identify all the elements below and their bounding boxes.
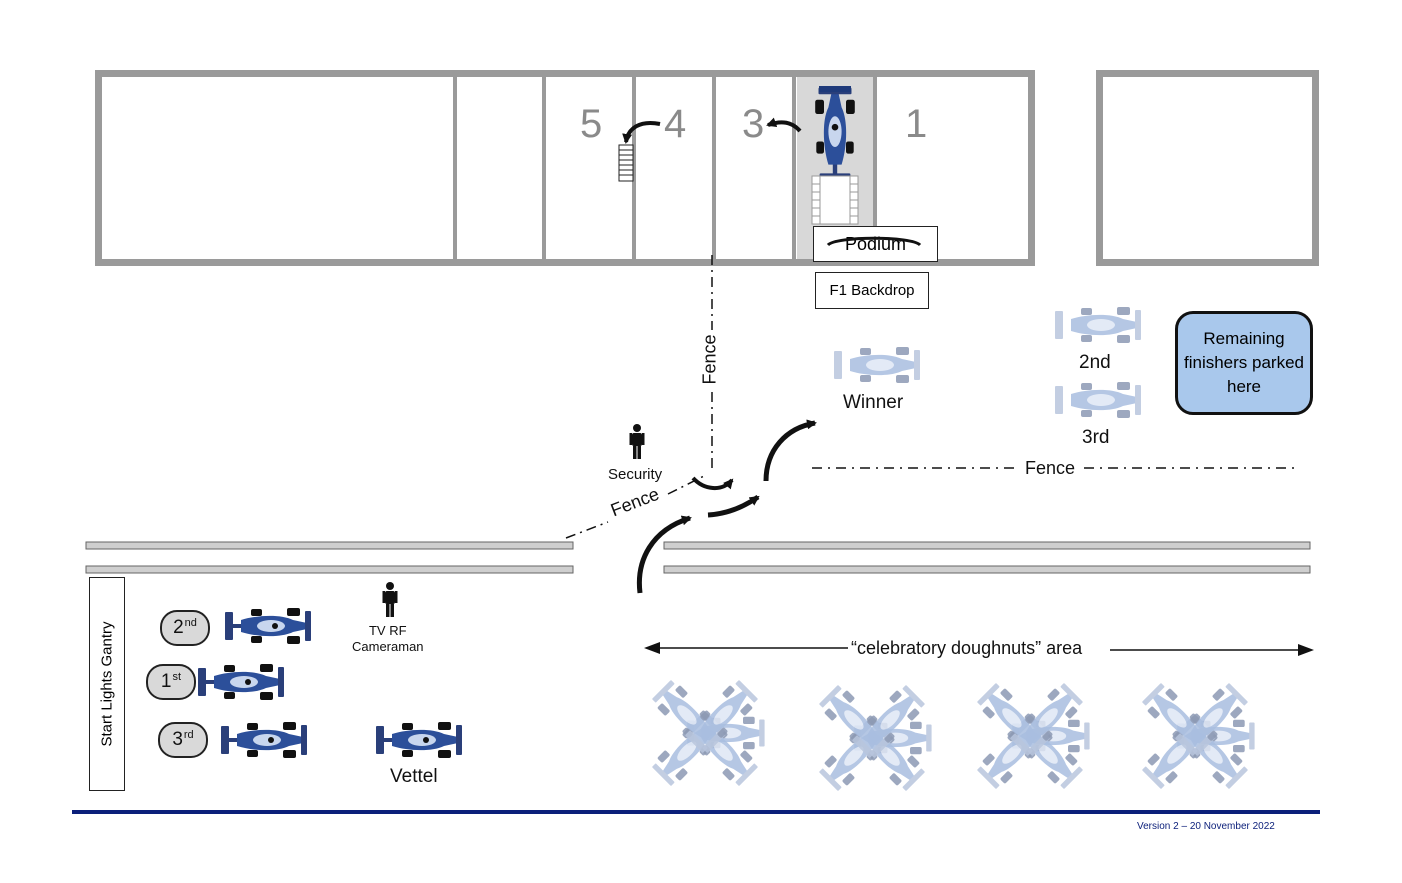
- podium-roof-icon: [826, 236, 922, 246]
- secondary-building: [1096, 70, 1319, 266]
- remaining-finishers-box: Remaining finishers parked here: [1175, 311, 1313, 415]
- car-icon: [834, 347, 920, 383]
- bay-number: 3: [742, 102, 765, 146]
- doughnut-cluster: [1139, 680, 1255, 792]
- fence-label-horizontal: Fence: [1025, 458, 1076, 478]
- fence-label-vertical: Fence: [699, 334, 720, 385]
- curved-arrow-icon: [622, 121, 661, 144]
- bay-divider: [542, 77, 546, 259]
- bay-number: 1: [905, 102, 928, 146]
- bay-number: 4: [664, 102, 687, 146]
- curved-arrow-icon: [707, 494, 760, 518]
- backdrop-box: F1 Backdrop: [815, 272, 929, 309]
- garage-building: [95, 70, 1035, 266]
- start-lights-gantry: Start Lights Gantry: [89, 577, 125, 791]
- staircase-icon: [618, 144, 634, 182]
- doughnut-cluster: [816, 682, 932, 794]
- car-icon: [225, 608, 311, 644]
- security-label: Security: [608, 466, 663, 483]
- curved-arrow-icon: [691, 476, 734, 490]
- car-icon: [221, 722, 307, 758]
- arrowhead-left-icon: [644, 642, 660, 654]
- curved-arrow-icon: [766, 117, 802, 133]
- backdrop-label: F1 Backdrop: [829, 282, 915, 299]
- bay-number: 5: [580, 102, 603, 146]
- fence-line-diagonal: [565, 521, 609, 539]
- bay-divider: [792, 77, 796, 259]
- third-place-label: 3rd: [1082, 427, 1110, 448]
- person-icon: [629, 424, 645, 459]
- version-label: Version 2 – 20 November 2022: [1137, 821, 1275, 832]
- doughnut-cluster: [974, 680, 1090, 792]
- car-icon: [198, 664, 284, 700]
- bay-divider: [873, 77, 877, 259]
- curved-arrow-icon: [636, 515, 692, 594]
- grid-position-number: 1: [160, 671, 172, 692]
- bay-divider: [712, 77, 716, 259]
- winner-label: Winner: [843, 392, 904, 413]
- bay-divider: [632, 77, 636, 259]
- grid-position-suffix: nd: [184, 617, 197, 629]
- pit-wall: [85, 541, 1311, 574]
- doughnut-cluster: [649, 677, 765, 789]
- cameraman-label: TV RF Cameraman: [352, 623, 424, 654]
- car-icon: [1055, 382, 1141, 418]
- vettel-label: Vettel: [390, 766, 438, 787]
- fence-line-diagonal: [667, 475, 705, 495]
- grid-position-suffix: rd: [183, 729, 194, 741]
- second-place-label: 2nd: [1079, 352, 1111, 373]
- grid-position-number: 2: [173, 617, 184, 638]
- remaining-finishers-label: Remaining finishers parked here: [1183, 329, 1304, 396]
- staircase-icon: [811, 175, 859, 225]
- car-icon: [1055, 307, 1141, 343]
- grid-position-suffix: st: [172, 671, 182, 683]
- car-icon: [376, 722, 462, 758]
- person-icon: [382, 582, 398, 617]
- arrowhead-right-icon: [1298, 644, 1314, 656]
- curved-arrow-icon: [763, 419, 817, 482]
- doughnuts-area-label: “celebratory doughnuts” area: [851, 638, 1083, 658]
- grid-position-number: 3: [172, 729, 183, 750]
- car-rear-wing: [819, 86, 851, 92]
- gantry-label: Start Lights Gantry: [98, 621, 116, 747]
- bay-divider: [453, 77, 457, 259]
